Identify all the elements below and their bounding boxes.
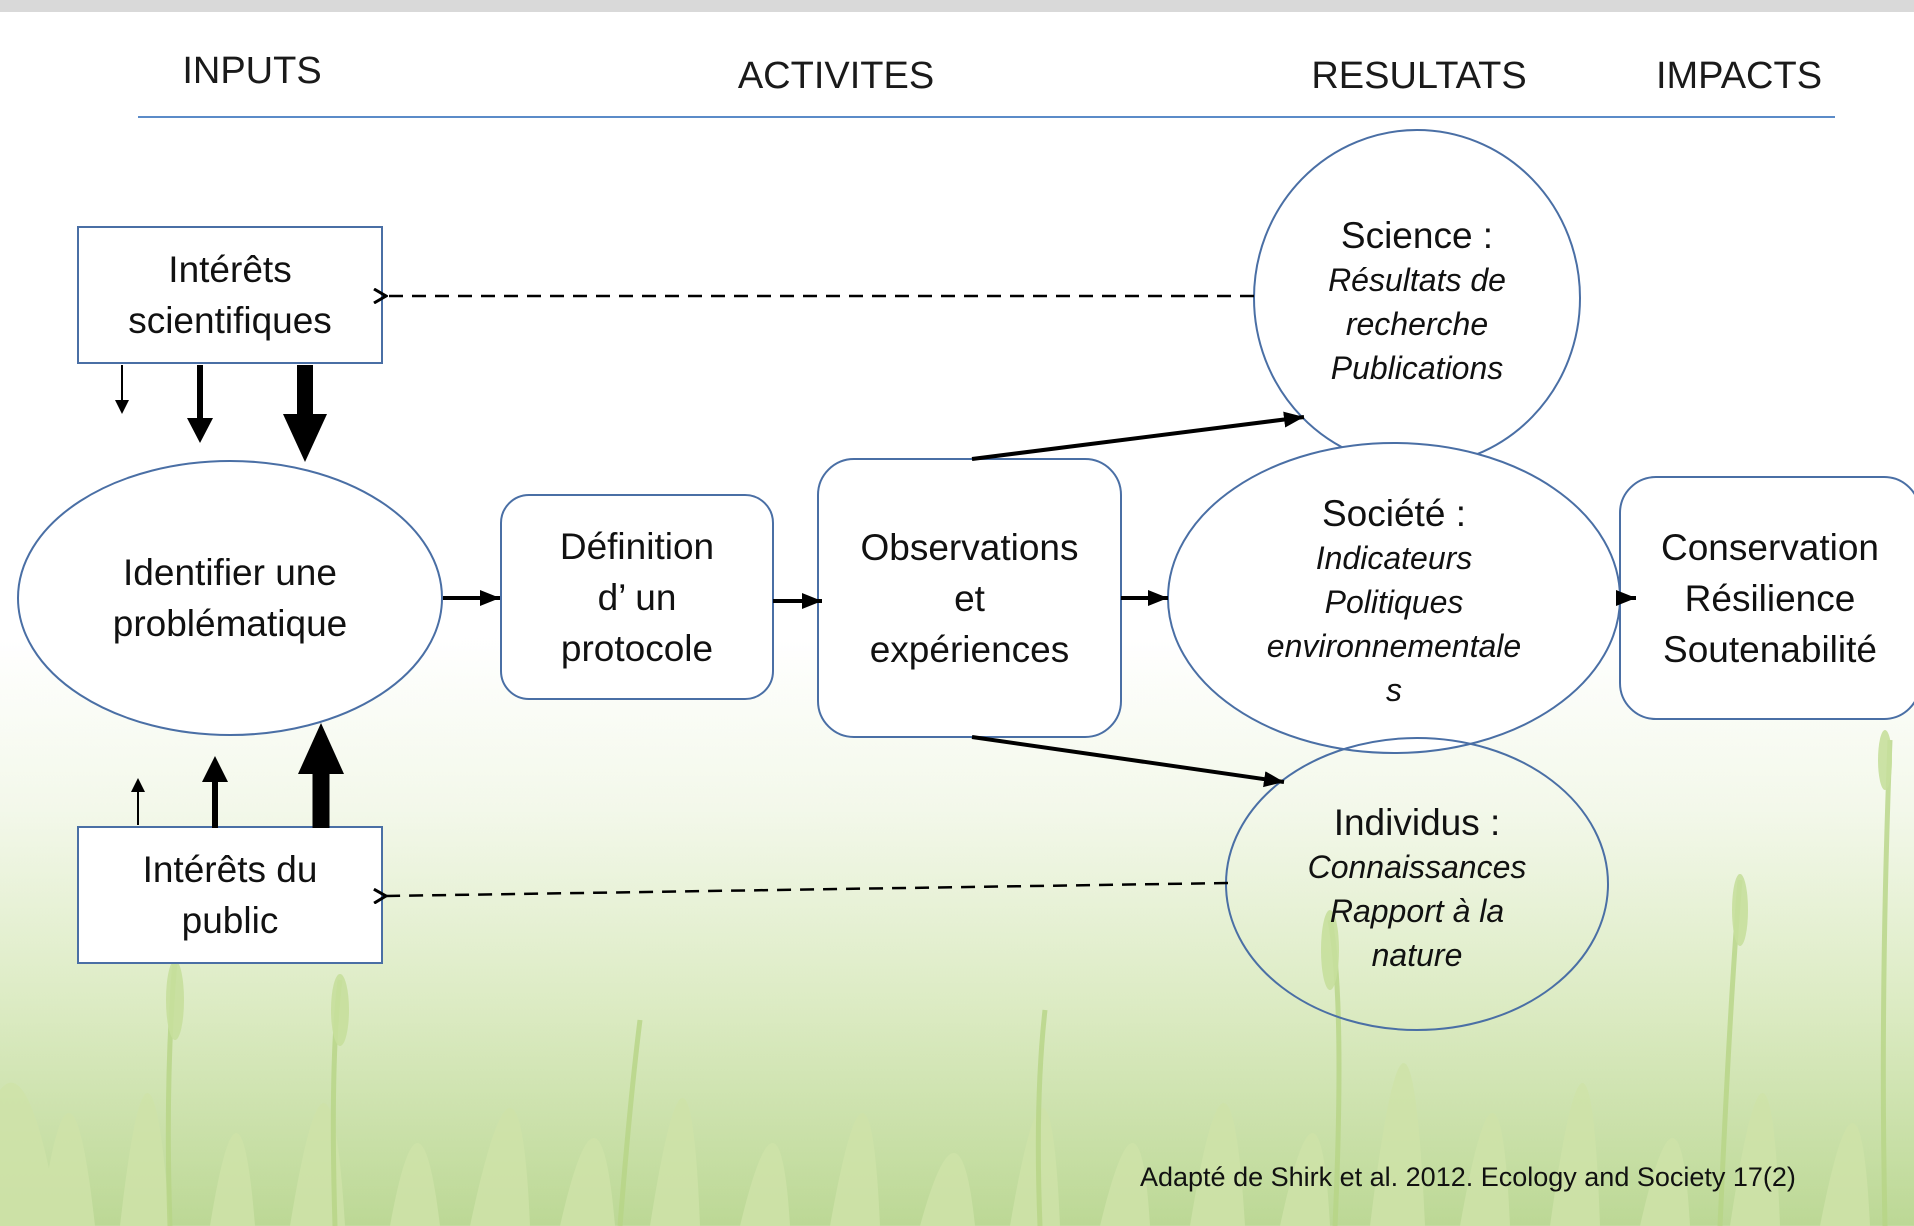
identifier-line1: Identifier une	[123, 552, 337, 593]
science-line1: Résultats de	[1328, 261, 1506, 298]
identifier-label: Identifier une problématique	[40, 520, 420, 676]
top-border	[0, 0, 1914, 12]
science-line2: recherche	[1345, 305, 1489, 342]
definition-box	[500, 494, 774, 700]
definition-line3: protocole	[560, 627, 714, 669]
citation: Adapté de Shirk et al. 2012. Ecology and…	[1140, 1162, 1796, 1192]
societe-title: Société :	[1322, 492, 1466, 534]
individus-feedback-arrow	[386, 881, 1229, 896]
arrow-observations-to-individus	[971, 735, 1285, 788]
interets-scientifiques-line1: Intérêts	[168, 249, 292, 290]
interets-scientifiques-line2: scientifiques	[128, 300, 332, 341]
interets-scientifiques-box	[77, 226, 383, 364]
header-resultats: RESULTATS	[1311, 55, 1527, 97]
societe-line1: Indicateurs	[1315, 539, 1473, 576]
science-line3: Publications	[1330, 349, 1504, 386]
impacts-line1: Conservation	[1660, 526, 1879, 568]
societe-line4: s	[1386, 671, 1402, 708]
header-activites: ACTIVITES	[737, 55, 935, 97]
down-arrow-medium-head	[187, 418, 213, 443]
interets-public-line1: Intérêts du	[142, 849, 318, 890]
science-title: Science :	[1340, 214, 1494, 256]
individus-title: Individus :	[1333, 801, 1501, 843]
interets-public-box	[77, 826, 383, 964]
observations-line3: expériences	[869, 628, 1070, 670]
societe-line2: Politiques	[1324, 583, 1464, 620]
identifier-ellipse	[17, 460, 443, 736]
header-divider	[138, 116, 1835, 118]
individus-line1: Connaissances	[1307, 848, 1527, 885]
interets-public-label: Intérêts du public	[78, 827, 382, 963]
science-label: Science : Résultats de recherche Publica…	[1264, 206, 1570, 396]
individus-label: Individus : Connaissances Rapport à la n…	[1250, 796, 1584, 980]
up-arrow-medium-head	[202, 756, 228, 782]
impacts-label: Conservation Résilience Soutenabilité	[1620, 477, 1914, 719]
observations-line2: et	[954, 577, 985, 619]
down-arrow-thin-head	[115, 400, 129, 414]
down-arrow-thick-head	[283, 414, 327, 462]
arrow-observations-to-science	[971, 411, 1305, 461]
identifier-line2: problématique	[112, 603, 348, 644]
interets-scientifiques-label: Intérêts scientifiques	[78, 227, 382, 363]
header-inputs: INPUTS	[182, 50, 322, 92]
header-impacts: IMPACTS	[1655, 55, 1823, 97]
observations-line1: Observations	[860, 526, 1079, 568]
definition-label: Définition d’ un protocole	[501, 495, 773, 699]
societe-line3: environnementale	[1266, 627, 1522, 664]
impacts-line3: Soutenabilité	[1663, 628, 1877, 670]
up-arrow-thick-head	[298, 723, 344, 774]
impacts-line2: Résilience	[1684, 577, 1856, 619]
individus-line2: Rapport à la	[1329, 892, 1505, 929]
definition-line2: d’ un	[597, 576, 677, 618]
up-arrow-thin-head	[131, 778, 145, 792]
individus-line3: nature	[1371, 936, 1463, 973]
observations-label: Observations et expériences	[818, 459, 1121, 737]
societe-label: Société : Indicateurs Politiques environ…	[1200, 488, 1588, 714]
definition-line1: Définition	[559, 525, 715, 567]
interets-public-line2: public	[181, 900, 279, 941]
